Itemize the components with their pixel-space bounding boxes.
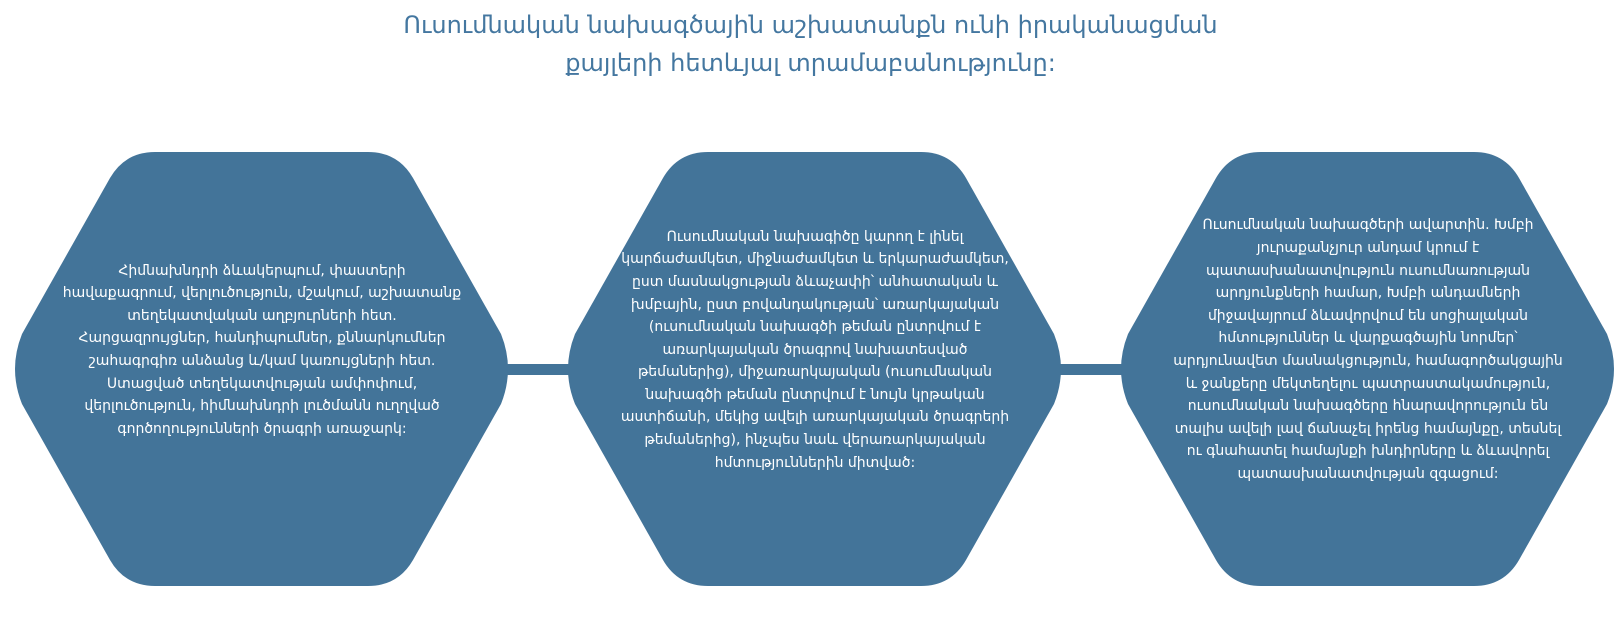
- connector-1-2: [505, 364, 569, 375]
- hexagon-step-3: [1121, 152, 1614, 586]
- hexagon-step-1: [15, 152, 508, 586]
- title-line-1: Ուսումնական նախագծային աշխատանքն ունի իր…: [403, 11, 1218, 39]
- connector-2-3: [1058, 364, 1122, 375]
- hexagon-step-2: [568, 152, 1061, 586]
- step-1-text: Հիմնախնդրի ձևակերպում, փաստերի հավաքագրո…: [62, 262, 462, 437]
- step-3-text: Ուսումնական նախագծերի ավարտին. Խմբի յուր…: [1173, 217, 1563, 482]
- diagram-title: Ուսումնական նախագծային աշխատանքն ունի իր…: [0, 6, 1621, 82]
- title-line-2: քայլերի հետևյալ տրամաբանությունը:: [565, 49, 1056, 77]
- step-2-text: Ուսումնական նախագիծը կարող է լինել կարճա…: [620, 228, 1010, 471]
